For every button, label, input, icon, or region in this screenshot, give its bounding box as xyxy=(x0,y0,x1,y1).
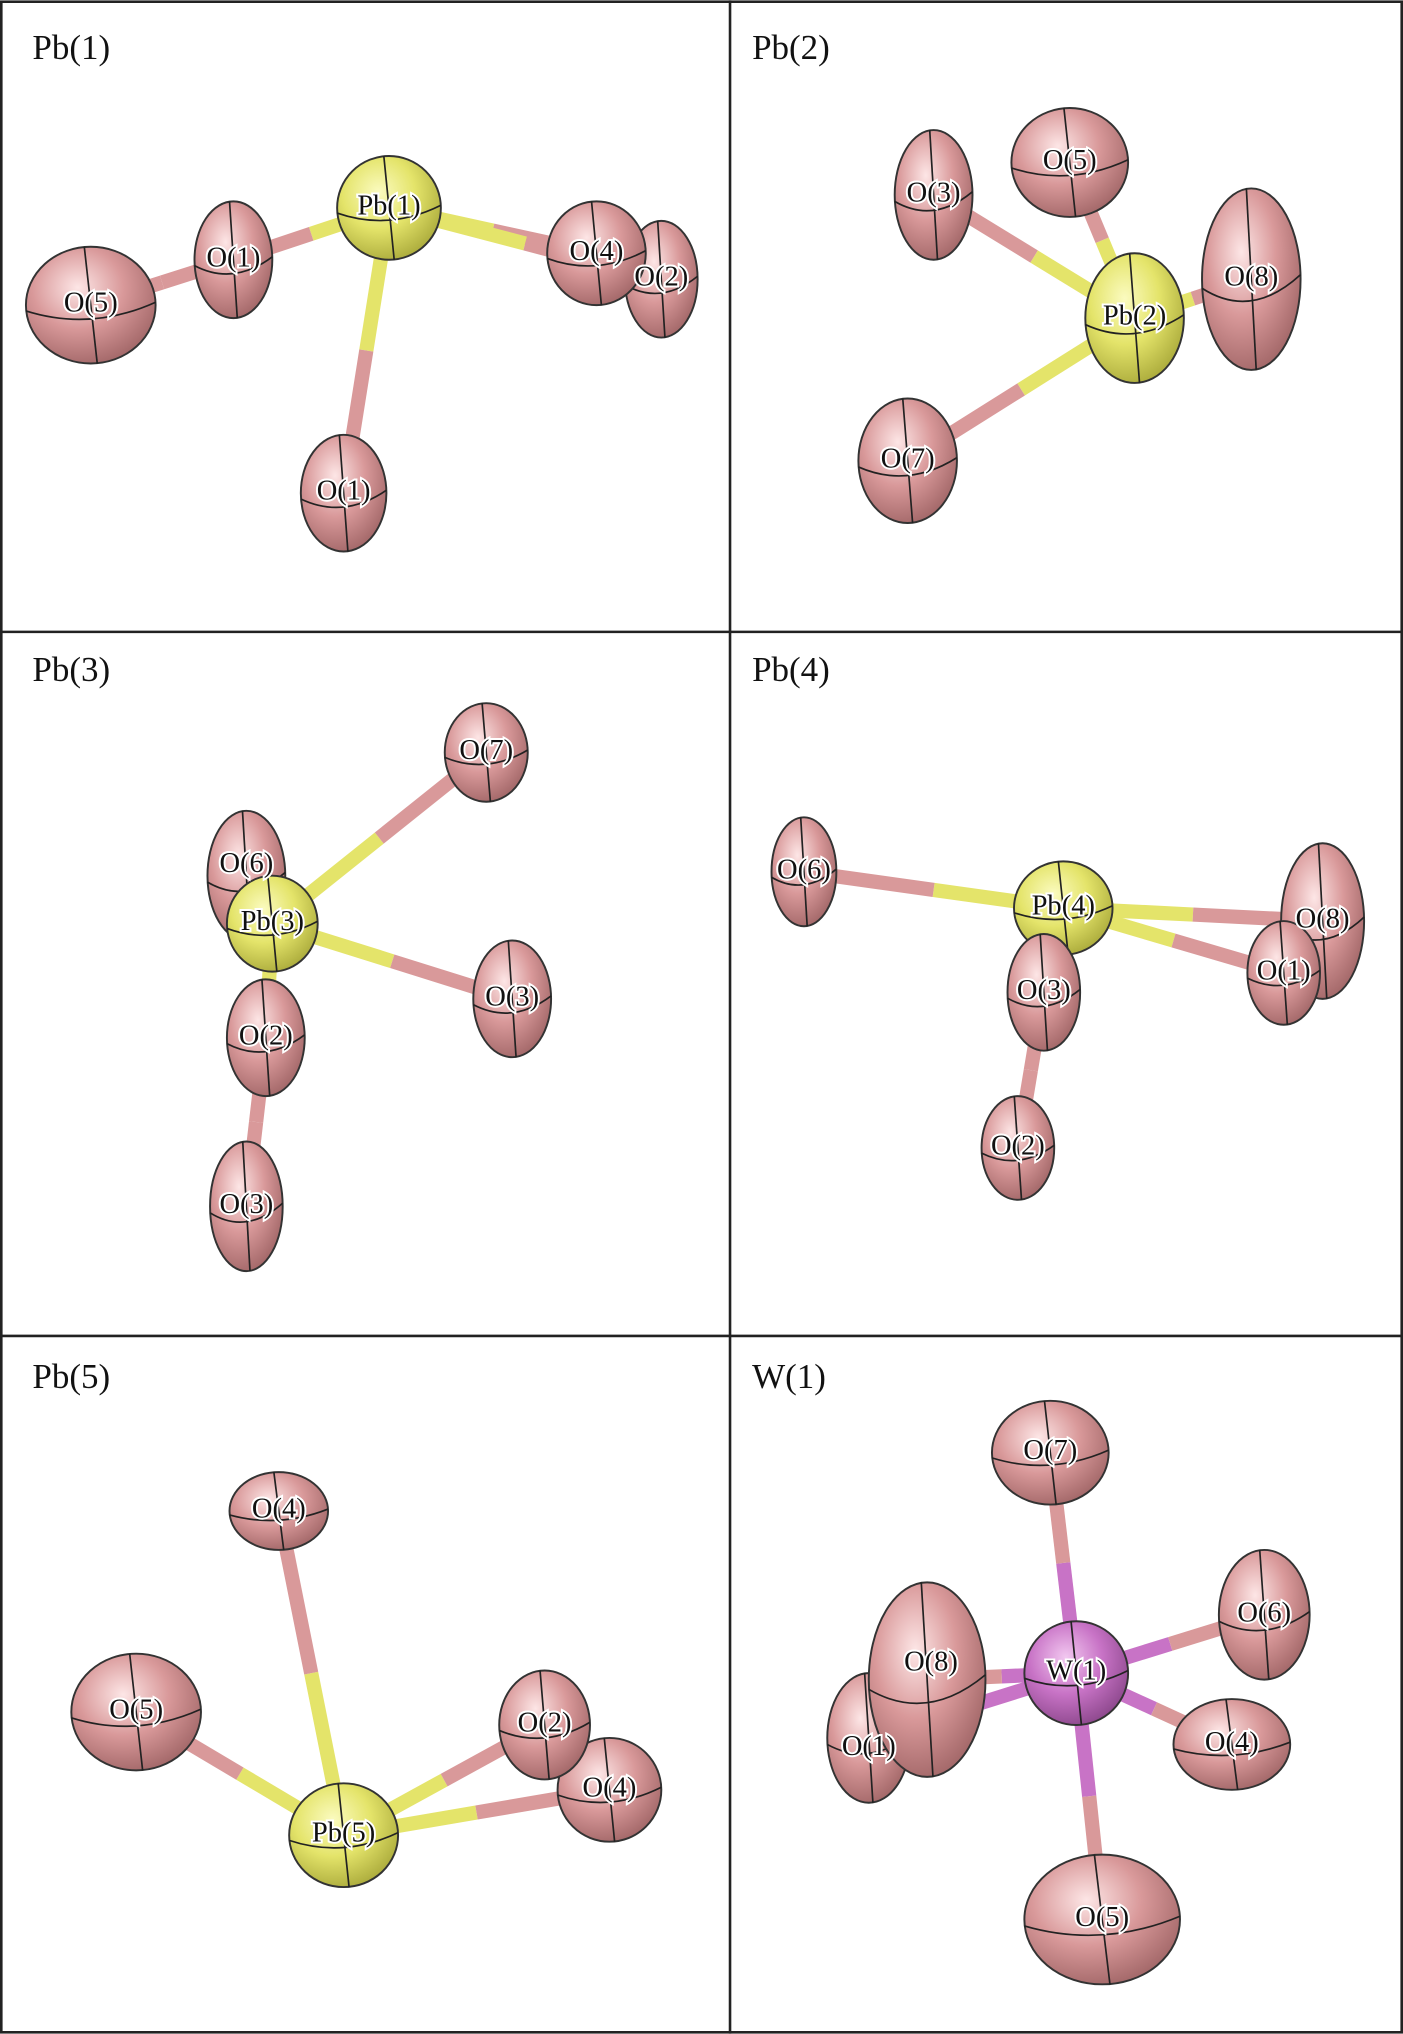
atom-ellipsoid xyxy=(1010,107,1130,218)
atom-label: Pb(2) xyxy=(1103,301,1166,332)
panel-title: Pb(5) xyxy=(32,1357,110,1396)
atom-ellipsoid xyxy=(225,978,306,1098)
panel-title: W(1) xyxy=(752,1357,826,1396)
atom-label: O(3) xyxy=(907,177,961,208)
atom-label: O(3) xyxy=(485,981,539,1012)
atom-label: Pb(3) xyxy=(241,906,304,937)
atom-ellipsoid xyxy=(1084,252,1185,384)
atom-ellipsoid xyxy=(1172,1698,1292,1791)
atom-ellipsoid xyxy=(209,1140,284,1273)
atom-label: O(4) xyxy=(583,1772,637,1803)
atom-ellipsoid xyxy=(1201,187,1302,371)
panel-title: Pb(4) xyxy=(752,650,830,689)
panel-title: Pb(3) xyxy=(32,650,110,689)
atom-label: O(4) xyxy=(570,236,624,267)
atom-ellipsoid xyxy=(556,1736,663,1843)
atom-label: O(1) xyxy=(1257,955,1311,986)
atom-ellipsoid xyxy=(867,1581,987,1778)
panel-pb2: Pb(2) O(5) O(3) O(8) O(7) Pb(2) xyxy=(752,28,1302,524)
atom-label: O(5) xyxy=(1075,1902,1129,1933)
atom-label: O(6) xyxy=(219,848,273,879)
atom-labels: O(6) O(7) O(3) O(3) O(2) Pb(3) xyxy=(218,733,542,1222)
atom-label: O(7) xyxy=(459,735,513,766)
atom-labels: O(5) O(3) O(8) O(7) Pb(2) xyxy=(879,143,1280,476)
atom-ellipsoid xyxy=(288,1782,400,1889)
atom-label: O(8) xyxy=(904,1647,958,1678)
atom-ellipsoid xyxy=(1023,1620,1130,1726)
atom-label: O(1) xyxy=(317,476,371,507)
panel-title: Pb(1) xyxy=(32,28,110,67)
atom-labels: O(7) O(6) O(1) O(8) O(4) O(5) W(1) xyxy=(840,1433,1293,1935)
atom-label: W(1) xyxy=(1046,1656,1106,1687)
atom-label: Pb(4) xyxy=(1032,891,1095,922)
atom-label: O(6) xyxy=(777,854,831,885)
atom-label: O(3) xyxy=(219,1189,273,1220)
atom-ellipsoid xyxy=(770,816,838,928)
atom-label: O(2) xyxy=(991,1131,1045,1162)
atom-labels: O(4) O(5) O(4) O(2) Pb(5) xyxy=(107,1492,638,1851)
atom-ellipsoid xyxy=(70,1652,202,1772)
atom-ellipsoid xyxy=(24,245,157,365)
atom-label: O(4) xyxy=(1205,1727,1259,1758)
atom-ellipsoid xyxy=(193,200,274,320)
panel-pb3: Pb(3) O(6) O(7) O(3) O(3) O(2) Pb(3) xyxy=(32,650,553,1273)
atom-ellipsoid xyxy=(980,1095,1056,1201)
atom-ellipsoid xyxy=(472,939,553,1059)
atom-ellipsoid xyxy=(1217,1548,1311,1681)
atom-label: O(2) xyxy=(634,262,688,293)
atom-label: O(6) xyxy=(1237,1597,1291,1628)
atom-label: O(1) xyxy=(206,242,260,273)
atom-label: O(2) xyxy=(518,1708,572,1739)
panel-title: Pb(2) xyxy=(752,28,830,67)
atom-labels: O(8) O(1) O(6) Pb(4) O(2) O(3) xyxy=(775,852,1351,1163)
atom-ellipsoid xyxy=(443,702,529,803)
atom-ellipsoid xyxy=(498,1669,591,1781)
panel-pb5: Pb(5) O(4) O(5) O(4) O(2) Pb(5) xyxy=(32,1357,663,1889)
atom-label: O(3) xyxy=(1017,975,1071,1006)
atom-label: O(5) xyxy=(64,288,118,319)
atom-label: O(4) xyxy=(252,1494,306,1525)
atom-ellipsoid xyxy=(893,129,974,261)
atom-ellipsoid xyxy=(1246,920,1321,1026)
atom-ellipsoid xyxy=(990,1399,1110,1506)
panel-pb4: Pb(4) O(8) O(1) O(6) Pb(4) O(2) O(3) xyxy=(752,650,1366,1201)
atom-label: O(7) xyxy=(881,443,935,474)
panel-w1: W(1) O(7) O(6) O(1) O(8) O(4) O(5) W(1) xyxy=(752,1357,1311,1986)
atom-ellipsoid xyxy=(225,874,319,973)
atom-ellipsoid xyxy=(1023,1853,1181,1986)
atom-label: Pb(5) xyxy=(312,1818,375,1849)
atom-label: O(2) xyxy=(239,1020,293,1051)
atom-label: O(5) xyxy=(1043,145,1097,176)
atom-ellipsoid xyxy=(546,200,647,307)
atom-label: O(8) xyxy=(1296,904,1350,935)
atom-ellipsoid xyxy=(228,1471,330,1551)
atom-ellipsoid xyxy=(336,155,442,261)
atom-label: Pb(1) xyxy=(357,190,420,221)
atom-labels: O(5) O(1) O(1) Pb(1) O(2) O(4) xyxy=(62,188,690,508)
atom-label: O(5) xyxy=(109,1695,163,1726)
atom-label: O(8) xyxy=(1224,262,1278,293)
atom-label: O(1) xyxy=(842,1731,896,1762)
atom-ellipsoid xyxy=(1006,933,1082,1052)
panel-pb1: Pb(1) O(5) O(1) O(1) Pb(1) O(2) O(4) xyxy=(24,28,699,553)
atom-ellipsoid xyxy=(299,433,388,553)
atom-label: O(7) xyxy=(1023,1435,1077,1466)
atom-ellipsoid xyxy=(857,397,958,524)
